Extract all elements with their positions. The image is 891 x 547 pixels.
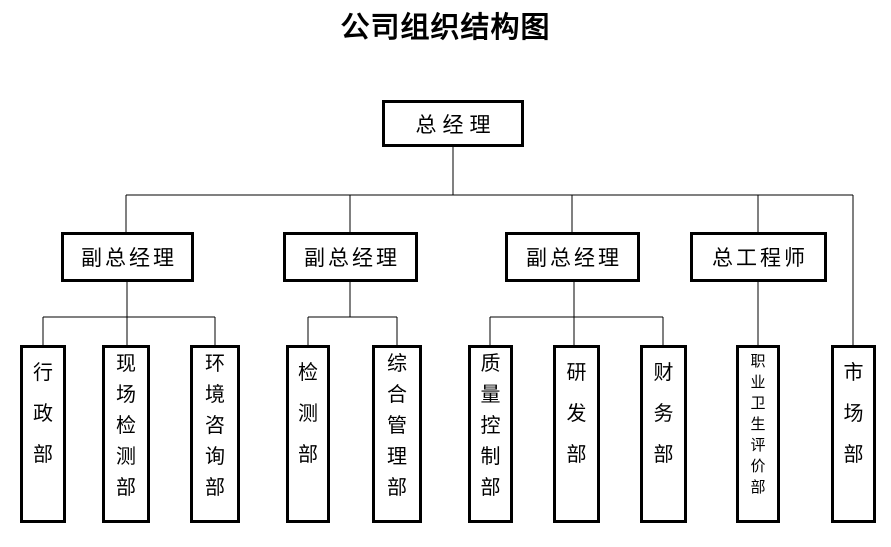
node-label: 检 测 部: [298, 362, 318, 466]
node-rd-dept: 研 发 部: [553, 345, 600, 523]
node-label: 环 境 咨 询 部: [205, 353, 225, 499]
node-general-manager: 总经理: [382, 100, 524, 147]
node-quality-control-dept: 质 量 控 制 部: [468, 345, 513, 523]
node-label: 现 场 检 测 部: [116, 353, 136, 499]
node-marketing-dept: 市 场 部: [831, 345, 876, 523]
node-occupational-health-evaluation-dept: 职 业 卫 生 评 价 部: [736, 345, 780, 523]
node-testing-dept: 检 测 部: [286, 345, 330, 523]
node-deputy-general-manager-2: 副总经理: [283, 232, 418, 282]
page-title: 公司组织结构图: [340, 12, 551, 44]
node-field-testing-dept: 现 场 检 测 部: [102, 345, 150, 523]
node-label: 质 量 控 制 部: [480, 353, 501, 499]
node-chief-engineer: 总工程师: [690, 232, 827, 282]
node-label: 研 发 部: [566, 362, 587, 466]
node-label: 行 政 部: [33, 362, 53, 466]
node-general-management-dept: 综 合 管 理 部: [372, 345, 422, 523]
node-label: 财 务 部: [653, 362, 674, 466]
node-deputy-general-manager-3: 副总经理: [505, 232, 640, 282]
node-label: 市 场 部: [843, 362, 864, 466]
node-label: 副总经理: [304, 246, 400, 270]
node-label: 综 合 管 理 部: [387, 353, 407, 499]
node-label: 副总经理: [526, 246, 622, 270]
node-label: 总工程师: [712, 246, 808, 270]
node-deputy-general-manager-1: 副总经理: [61, 232, 194, 282]
node-label: 职 业 卫 生 评 价 部: [750, 354, 766, 496]
node-label: 总经理: [415, 112, 497, 137]
node-label: 副总经理: [81, 246, 177, 270]
node-administration-dept: 行 政 部: [20, 345, 66, 523]
node-environmental-consulting-dept: 环 境 咨 询 部: [190, 345, 240, 523]
node-finance-dept: 财 务 部: [640, 345, 687, 523]
